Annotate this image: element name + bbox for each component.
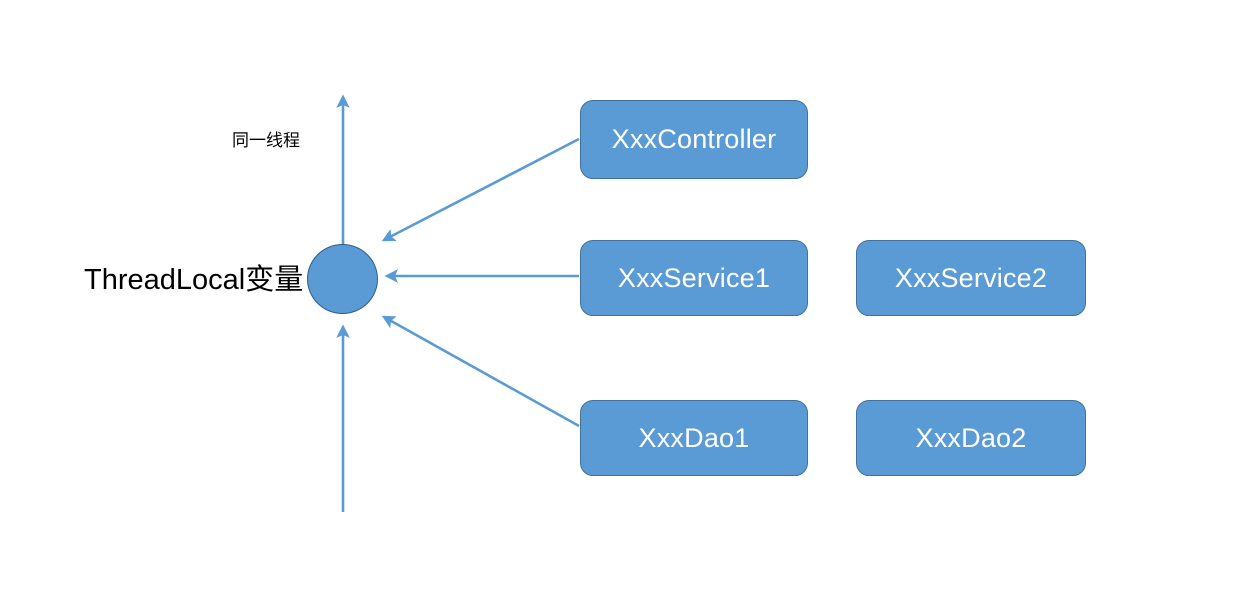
node-xxx-service1[interactable]: XxxService1 (580, 240, 808, 316)
same-thread-label: 同一线程 (232, 131, 300, 150)
threadlocal-variable-label: ThreadLocal变量 (84, 264, 304, 296)
arrow-controller-to-threadlocal (381, 137, 580, 242)
node-xxx-dao2[interactable]: XxxDao2 (856, 400, 1086, 476)
node-xxx-service2[interactable]: XxxService2 (856, 240, 1086, 316)
threadlocal-circle-node[interactable] (307, 244, 378, 314)
arrow-dao1-to-threadlocal (381, 315, 580, 428)
node-xxx-dao1[interactable]: XxxDao1 (580, 400, 808, 476)
node-xxx-controller[interactable]: XxxController (580, 100, 808, 179)
